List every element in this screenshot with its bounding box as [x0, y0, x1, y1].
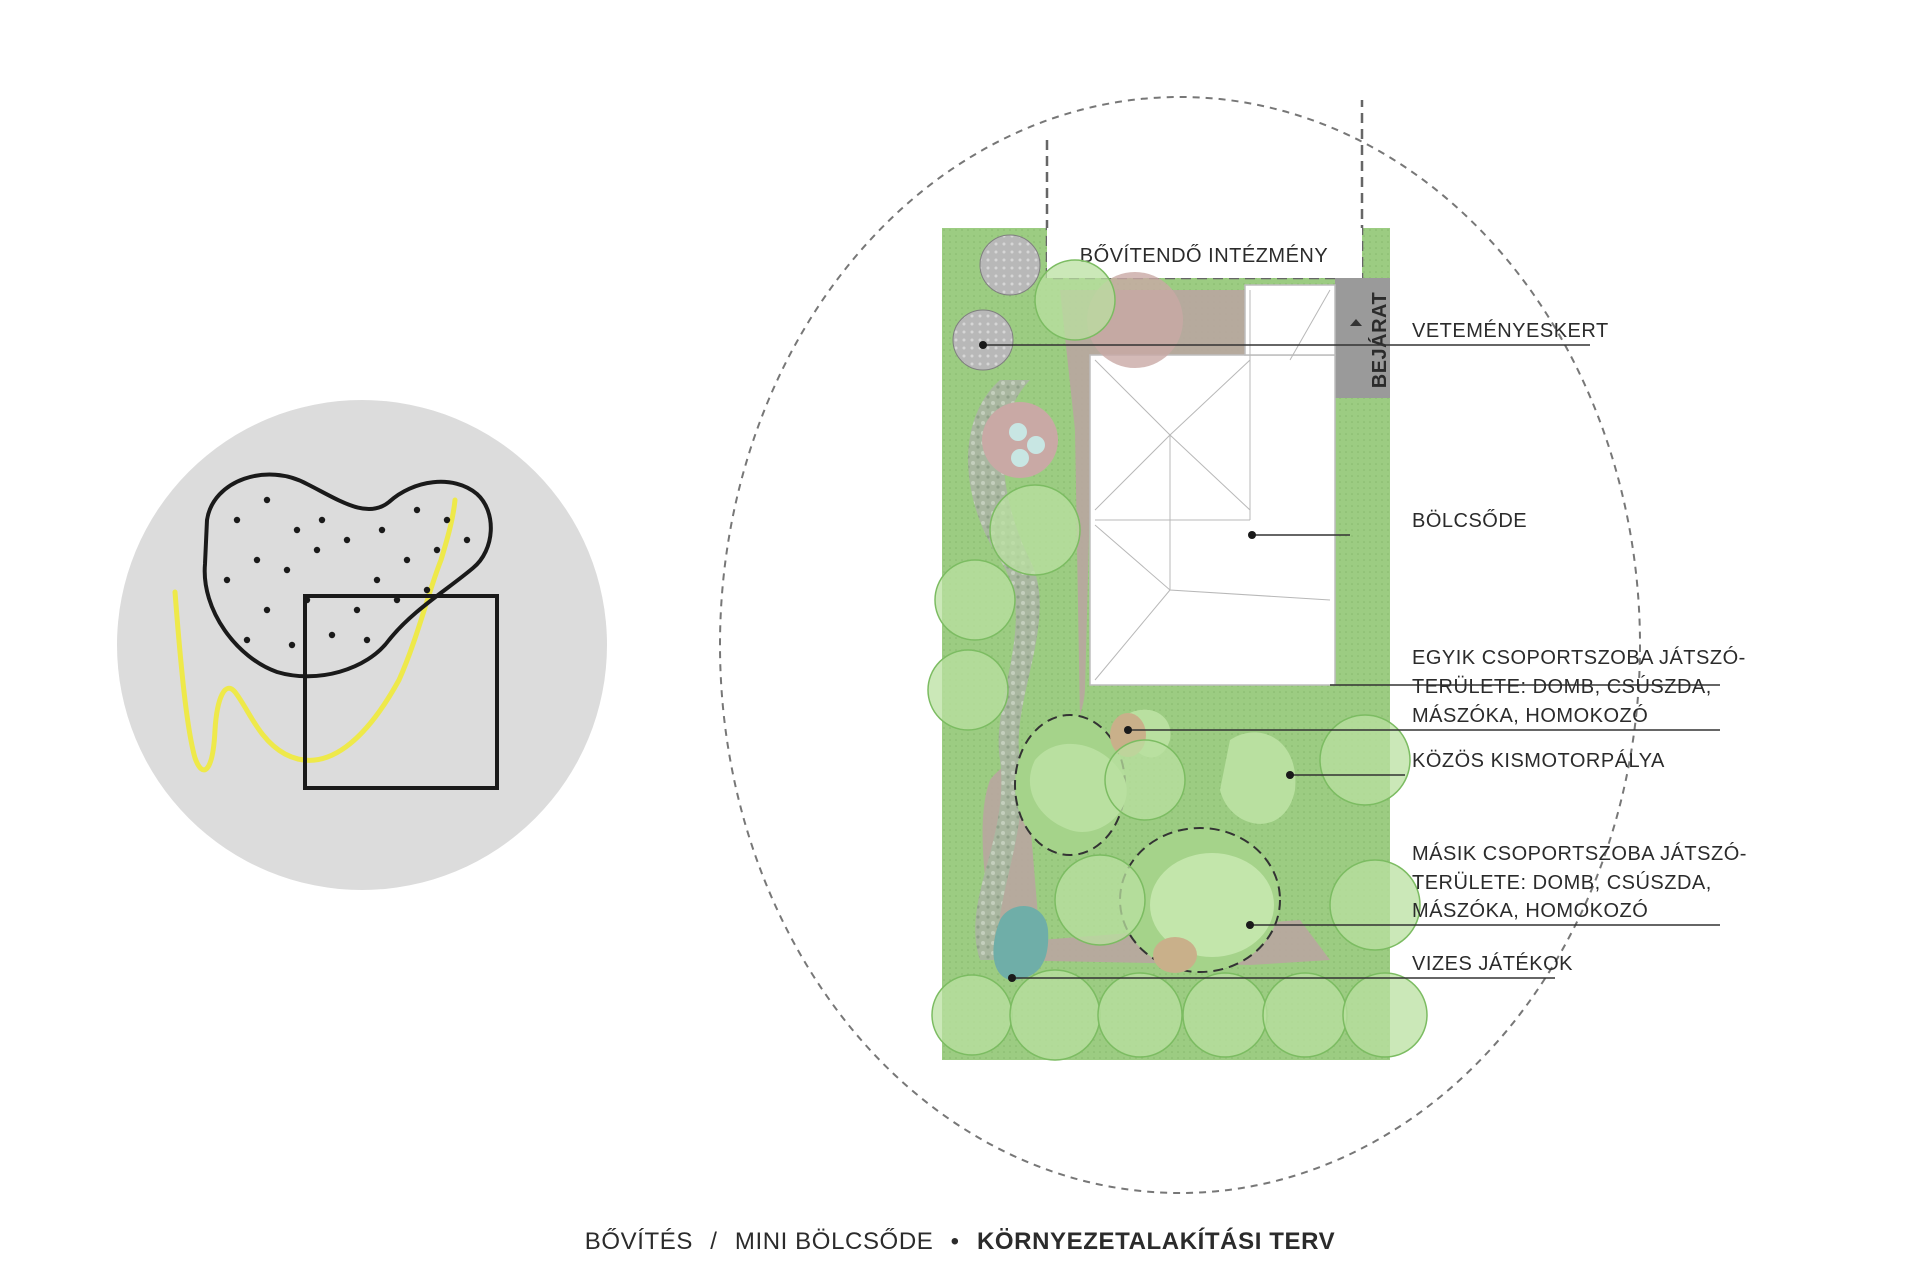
label-bike-track: KÖZÖS KISMOTORPÁLYA	[1412, 749, 1665, 772]
perimeter-path	[982, 290, 1335, 965]
trees	[927, 259, 1428, 1061]
leader-lines	[983, 344, 1720, 979]
sketch-dot	[328, 631, 336, 639]
sketch-dot	[403, 556, 411, 564]
page-caption: BŐVÍTÉS / MINI BÖLCSŐDE • KÖRNYEZETALAKÍ…	[0, 1228, 1920, 1256]
sketch-dot	[353, 606, 361, 614]
sketch-dot	[363, 636, 371, 644]
sketch-dot	[378, 526, 386, 534]
sketch-dot	[288, 641, 296, 649]
caption-part3: KÖRNYEZETALAKÍTÁSI TERV	[976, 1228, 1336, 1255]
sketch-dot	[343, 536, 351, 544]
caption-part1: BŐVÍTÉS	[584, 1228, 694, 1255]
sketch-dot-pattern	[223, 496, 471, 649]
sketch-dot	[233, 516, 241, 524]
sketch-dot	[373, 576, 381, 584]
caption-slash: /	[710, 1228, 718, 1255]
caption-bullet: •	[950, 1228, 960, 1255]
planter-pot-1	[1009, 423, 1027, 441]
entrance-arrow-icon	[1350, 319, 1362, 326]
label-nursery: BÖLCSŐDE	[1412, 509, 1527, 532]
building-top-label: BŐVÍTENDŐ INTÉZMÉNY	[1080, 244, 1328, 267]
entrance-paving	[1335, 278, 1390, 398]
sketch-dot	[433, 546, 441, 554]
sketch-dot	[283, 566, 291, 574]
sketch-dot	[293, 526, 301, 534]
sketch-dot	[393, 596, 401, 604]
sketch-dot	[423, 586, 431, 594]
sketch-dot	[303, 596, 311, 604]
gravel-winding-path	[968, 380, 1040, 960]
sketch-dot	[413, 506, 421, 514]
sketch-square-outline	[303, 594, 499, 790]
sketch-dot	[318, 516, 326, 524]
concept-sketch	[117, 400, 607, 890]
sketch-dot	[443, 516, 451, 524]
label-group1-line1: EGYIK CSOPORTSZOBA JÁTSZÓ-	[1412, 646, 1746, 669]
play-area-lower	[1119, 827, 1281, 973]
label-group2-line2: TERÜLETE: DOMB, CSÚSZDA,	[1412, 871, 1712, 894]
caption-part2: MINI BÖLCSŐDE	[734, 1228, 934, 1255]
nursery-building	[1089, 284, 1336, 686]
site-boundary-dashed-circle	[719, 96, 1641, 1194]
sketch-dot	[243, 636, 251, 644]
sketch-dot	[253, 556, 261, 564]
planter-pot-2	[1027, 436, 1045, 454]
sketch-paper-disc	[117, 400, 607, 890]
label-vegetable-garden: VETEMÉNYESKERT	[1412, 319, 1609, 342]
sketch-blob-outline	[202, 472, 493, 679]
label-group2-line3: MÁSZÓKA, HOMOKOZÓ	[1412, 899, 1648, 922]
sketch-dot	[463, 536, 471, 544]
sketch-dot	[263, 606, 271, 614]
planter-pot-3	[1011, 449, 1029, 467]
sketch-yellow-line	[172, 497, 458, 773]
label-group1-line3: MÁSZÓKA, HOMOKOZÓ	[1412, 704, 1648, 727]
sketch-dot	[223, 576, 231, 584]
label-group1-line2: TERÜLETE: DOMB, CSÚSZDA,	[1412, 675, 1712, 698]
label-group2-line1: MÁSIK CSOPORTSZOBA JÁTSZÓ-	[1412, 842, 1747, 865]
sketch-dot	[313, 546, 321, 554]
play-area-upper	[1014, 709, 1296, 856]
entrance-label: BEJÁRAT	[1368, 292, 1391, 388]
label-water-play: VIZES JÁTÉKOK	[1412, 952, 1573, 975]
veg-garden-patch-2	[952, 309, 1014, 371]
veg-garden-patch-1	[979, 234, 1041, 296]
sketch-dot	[263, 496, 271, 504]
water-play-pond	[993, 906, 1049, 980]
leader-dots	[979, 341, 1294, 982]
